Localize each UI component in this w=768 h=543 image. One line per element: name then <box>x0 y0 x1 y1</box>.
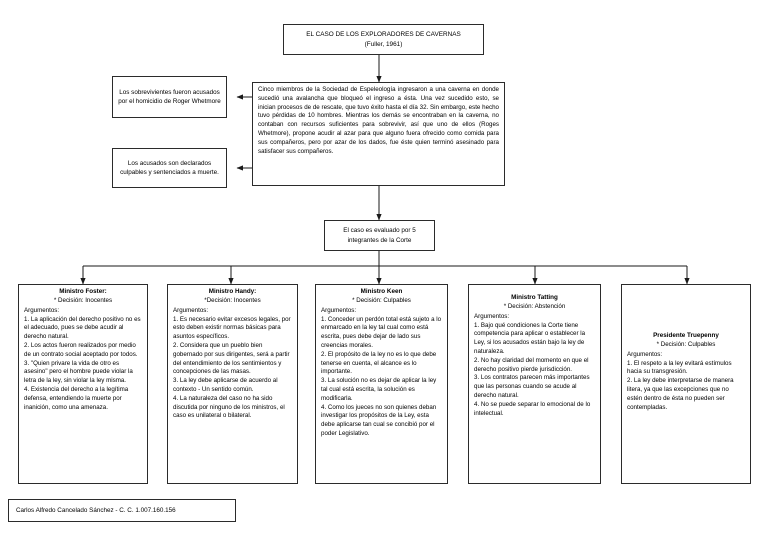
minister-decision-keen: * Decisión: Culpables <box>352 296 411 304</box>
minister-name-keen: Ministro Keen <box>360 288 403 295</box>
court-evaluation-text: El caso es evaluado por 5 integrantes de… <box>343 227 416 244</box>
minister-box-keen: Ministro Keen * Decisión: Culpables Argu… <box>315 284 448 484</box>
minister-name-handy: Ministro Handy: <box>208 288 257 295</box>
guilty-verdict-text: Los acusados son declarados culpables y … <box>120 159 219 176</box>
argument-item: 4. No se puede separar lo emocional de l… <box>474 400 591 417</box>
arguments-label-foster: Argumentos: <box>24 306 60 314</box>
arguments-label-handy: Argumentos: <box>173 306 209 314</box>
case-title-line2: (Fuller, 1961) <box>364 40 403 48</box>
argument-item: 1. Es necesario evitar excesos legales, … <box>173 315 291 341</box>
accused-box: Los sobrevivientes fueron acusados por e… <box>112 76 227 118</box>
arguments-label-tatting: Argumentos: <box>474 312 510 320</box>
minister-name-foster: Ministro Foster: <box>59 288 107 295</box>
minister-name-tatting: Ministro Tatting <box>511 294 558 301</box>
argument-item: 3. "Quien privare la vida de otro es ase… <box>24 359 133 385</box>
author-name-text: Carlos Alfredo Cancelado Sánchez - C. C.… <box>16 507 176 514</box>
case-title-line1: EL CASO DE LOS EXPLORADORES DE CAVERNAS <box>306 31 461 39</box>
court-evaluation-box: El caso es evaluado por 5 integrantes de… <box>324 220 435 251</box>
argument-item: 2. La ley debe interpretarse de manera l… <box>627 377 734 411</box>
case-description-box: Cinco miembros de la Sociedad de Espeleo… <box>252 82 505 186</box>
argument-item: 4. Existencia del derecho a la legítima … <box>24 385 129 411</box>
argument-item: 2. Los actos fueron realizados por medio… <box>24 341 138 358</box>
argument-item: 2. Considera que un pueblo bien gobernad… <box>173 341 290 376</box>
argument-item: 1. El respeto a la ley evitará estímulos… <box>627 359 732 376</box>
minister-name-truepenny: Presidente Truepenny <box>653 332 719 339</box>
argument-item: 3. La solución no es dejar de aplicar la… <box>321 377 437 402</box>
case-description-text: Cinco miembros de la Sociedad de Espeleo… <box>258 86 499 155</box>
minister-box-tatting: Ministro Tatting * Decisión: Abstención … <box>468 284 601 484</box>
minister-box-handy: Ministro Handy: *Decisión: Inocentes Arg… <box>167 284 298 484</box>
guilty-verdict-box: Los acusados son declarados culpables y … <box>112 148 227 188</box>
minister-box-foster: Ministro Foster: * Decisión: Inocentes A… <box>18 284 148 484</box>
argument-item: 3. Los contratos parecen más importantes… <box>474 374 590 399</box>
minister-decision-truepenny: * Decisión: Culpables <box>656 340 716 348</box>
arguments-label-keen: Argumentos: <box>321 306 357 314</box>
argument-item: 4. Como los jueces no son quienes deban … <box>321 403 437 437</box>
minister-decision-foster: * Decisión: Inocentes <box>53 296 113 304</box>
argument-item: 1. Conceder un perdón total está sujeto … <box>321 315 442 349</box>
argument-item: 1. Bajo qué condiciones la Corte tiene c… <box>474 321 586 355</box>
minister-box-truepenny: Presidente Truepenny * Decisión: Culpabl… <box>621 284 751 484</box>
case-title-box: EL CASO DE LOS EXPLORADORES DE CAVERNAS … <box>283 24 484 55</box>
arguments-label-truepenny: Argumentos: <box>627 350 663 358</box>
argument-item: 4. La naturaleza del caso no ha sido dis… <box>173 394 285 420</box>
minister-decision-handy: *Decisión: Inocentes <box>204 296 261 304</box>
accused-text: Los sobrevivientes fueron acusados por e… <box>118 88 221 105</box>
argument-item: 2. No hay claridad del momento en que el… <box>474 356 589 373</box>
argument-item: 1. La aplicación del derecho positivo no… <box>24 315 141 341</box>
argument-item: 2. El propósito de la ley no es lo que d… <box>321 350 437 376</box>
minister-decision-tatting: * Decisión: Abstención <box>503 302 566 310</box>
argument-item: 3. La ley debe aplicarse de acuerdo al c… <box>173 377 278 393</box>
author-footer-box: Carlos Alfredo Cancelado Sánchez - C. C.… <box>8 499 236 522</box>
